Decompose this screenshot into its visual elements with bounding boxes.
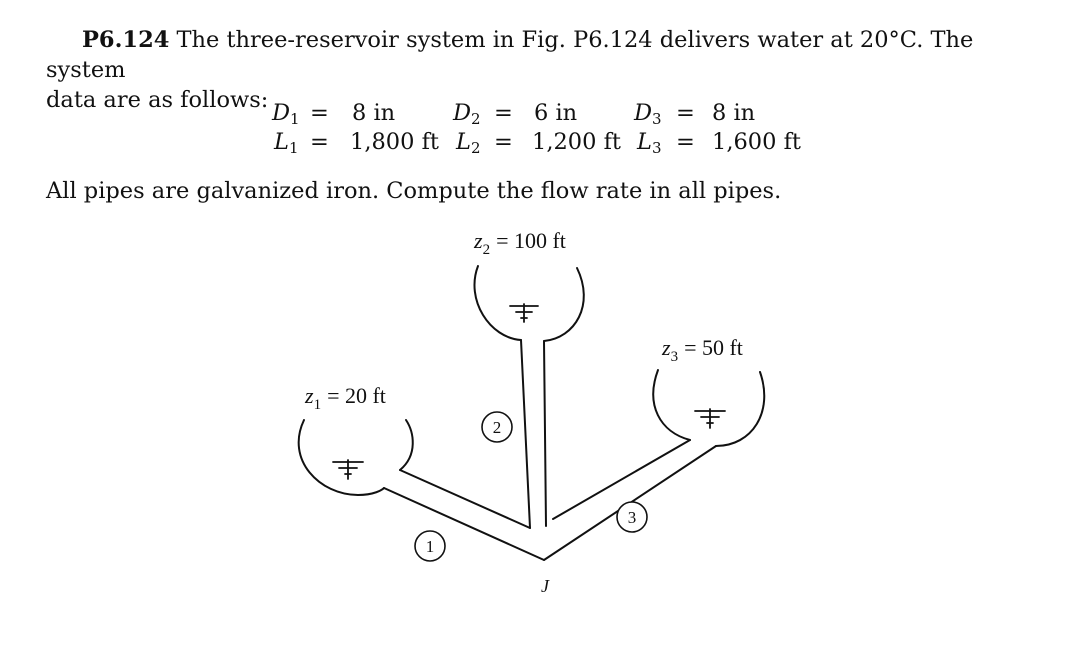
reservoir-3-outline	[652, 369, 691, 441]
pipe-1-upper-wall	[399, 469, 531, 529]
pipe-1-number-circle	[414, 530, 446, 562]
problem-question: All pipes are galvanized iron. Compute t…	[46, 178, 782, 204]
pipe-3-label: 3	[628, 508, 637, 527]
pipe-2-right-wall	[543, 340, 547, 527]
d1-value: 8 in	[352, 100, 396, 126]
pipe-2-label: 2	[493, 418, 502, 437]
z1-sub: 1	[314, 397, 322, 413]
diameter-row: D1 = 8 in D2 = 6 in D3 = 8 in	[0, 97, 1091, 129]
l3-value: 1,600 ft	[712, 129, 801, 155]
problem-number-wrap: P6.124	[46, 27, 169, 53]
reservoir-3-water-level-icon	[694, 408, 726, 429]
z1-value: = 20 ft	[327, 383, 386, 408]
d2-symbol-letter: D	[453, 100, 472, 126]
reservoir-1-outline-right	[399, 419, 414, 471]
d3-equals: =	[676, 100, 695, 126]
d1-symbol-sub: 1	[290, 110, 300, 128]
d1-symbol: D1	[272, 97, 300, 129]
d1-equals: =	[310, 100, 329, 126]
reservoir-2-outline	[473, 265, 522, 341]
pipe-1-lower-wall	[383, 487, 545, 561]
d1-symbol-letter: D	[272, 100, 291, 126]
d3-symbol-sub: 3	[652, 110, 662, 128]
reservoir-1-water-level-icon	[332, 459, 364, 480]
reservoir-3-outline-right	[715, 371, 766, 447]
l1-symbol-sub: 1	[288, 139, 299, 157]
d3-symbol: D3	[634, 97, 662, 129]
reservoir-2-water-level-icon	[509, 303, 539, 323]
z2-symbol: z	[473, 228, 483, 253]
l2-symbol-letter: L	[456, 129, 471, 155]
l3-symbol-letter: L	[637, 129, 652, 155]
problem-number: P6.124	[82, 27, 170, 53]
d3-value: 8 in	[712, 100, 756, 126]
l1-equals: =	[310, 129, 329, 155]
length-row: L1 = 1,800 ft L2 = 1,200 ft L3 = 1,600 f…	[0, 126, 1091, 158]
d2-value: 6 in	[534, 100, 578, 126]
problem-intro-text-cont: data are as follows:	[46, 87, 269, 113]
z3-symbol: z	[661, 335, 671, 360]
water-surface-symbols	[332, 303, 726, 480]
l2-value: 1,200 ft	[532, 129, 621, 155]
d3-symbol-letter: D	[634, 100, 653, 126]
l3-symbol-sub: 3	[651, 139, 662, 157]
z1-symbol: z	[304, 383, 314, 408]
z2-sub: 2	[483, 242, 491, 258]
l3-equals: =	[676, 129, 695, 155]
pipe-3-number-circle	[616, 501, 648, 533]
z3-value: = 50 ft	[684, 335, 743, 360]
l1-value: 1,800 ft	[350, 129, 439, 155]
pipe-2-number-circle	[481, 411, 513, 443]
l2-symbol: L2	[456, 126, 481, 158]
reservoir-3-elevation: z3 = 50 ft	[661, 335, 743, 365]
z3-sub: 3	[671, 349, 679, 365]
d2-symbol: D2	[453, 97, 481, 129]
d2-equals: =	[494, 100, 513, 126]
junction-label: J	[541, 576, 550, 596]
pipe-1-label: 1	[426, 537, 435, 556]
reservoir-2-elevation: z2 = 100 ft	[473, 228, 566, 258]
l2-symbol-sub: 2	[470, 139, 481, 157]
reservoir-1-outline	[297, 419, 385, 496]
problem-statement: P6.124 The three-reservoir system in Fig…	[46, 25, 1036, 115]
pipe-2-left-wall	[520, 339, 531, 529]
problem-intro-text: The three-reservoir system in Fig. P6.12…	[46, 27, 974, 83]
reservoir-2-outline-right	[543, 267, 585, 342]
l1-symbol-letter: L	[274, 129, 289, 155]
l1-symbol: L1	[274, 126, 299, 158]
z2-value: = 100 ft	[496, 228, 566, 253]
pipe-3-left-wall	[552, 439, 691, 520]
d2-symbol-sub: 2	[471, 110, 481, 128]
reservoir-1-elevation: z1 = 20 ft	[304, 383, 386, 413]
l2-equals: =	[494, 129, 513, 155]
l3-symbol: L3	[637, 126, 662, 158]
